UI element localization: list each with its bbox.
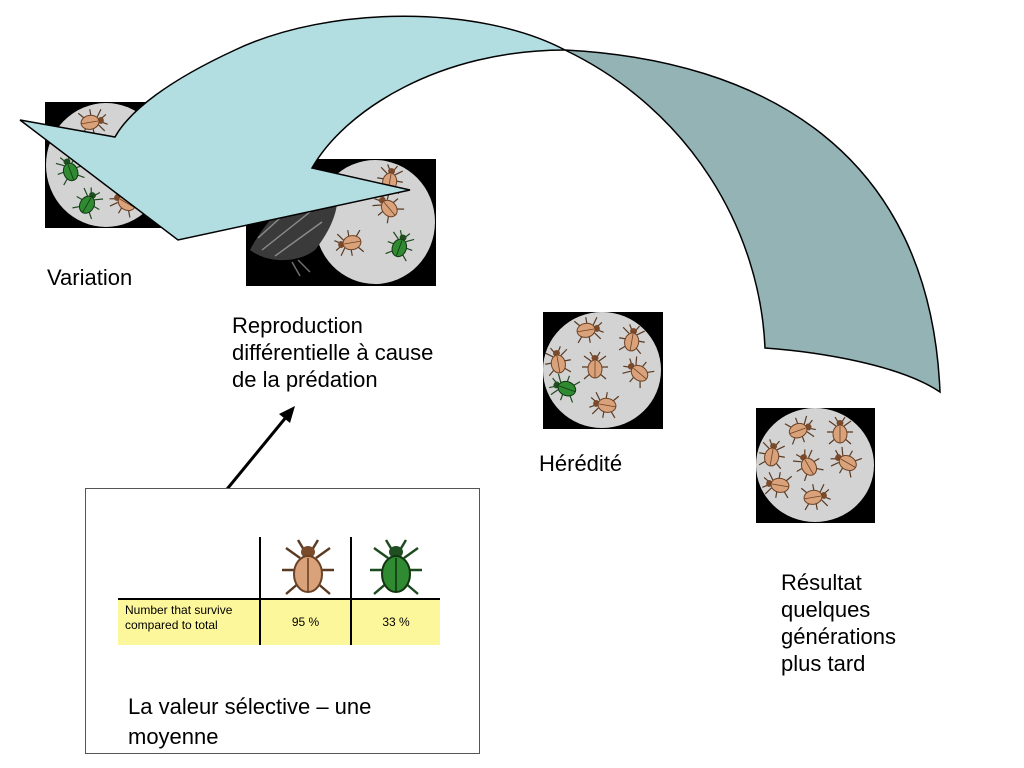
fitness-table: Number that survive compared to total 95… [118,537,440,647]
table-divider [259,537,261,645]
arrow-body-dark [564,49,941,394]
arrow-body-light [19,15,566,241]
survival-row-label: Number that survive compared to total [125,603,233,632]
tan-beetle-icon [280,538,336,596]
green-beetle-survival: 33 % [382,615,410,629]
variation-label: Variation [47,265,133,290]
green-beetle-icon [368,538,424,596]
heredity-label: Hérédité [539,451,623,476]
reproduction-label: Reproduction différentielle à cause de l… [232,313,434,392]
tan-beetle-survival: 95 % [291,615,320,629]
survival-row [118,599,440,645]
table-divider [118,598,440,600]
result-label: Résultat quelques générations plus tard [781,570,896,676]
panel-caption: La valeur sélective – une moyenne [128,694,372,749]
table-divider [350,537,352,645]
result-beetle-plate [756,408,875,523]
heredity-beetle-plate [541,312,663,429]
fitness-panel: Number that survive compared to total 95… [85,488,480,754]
